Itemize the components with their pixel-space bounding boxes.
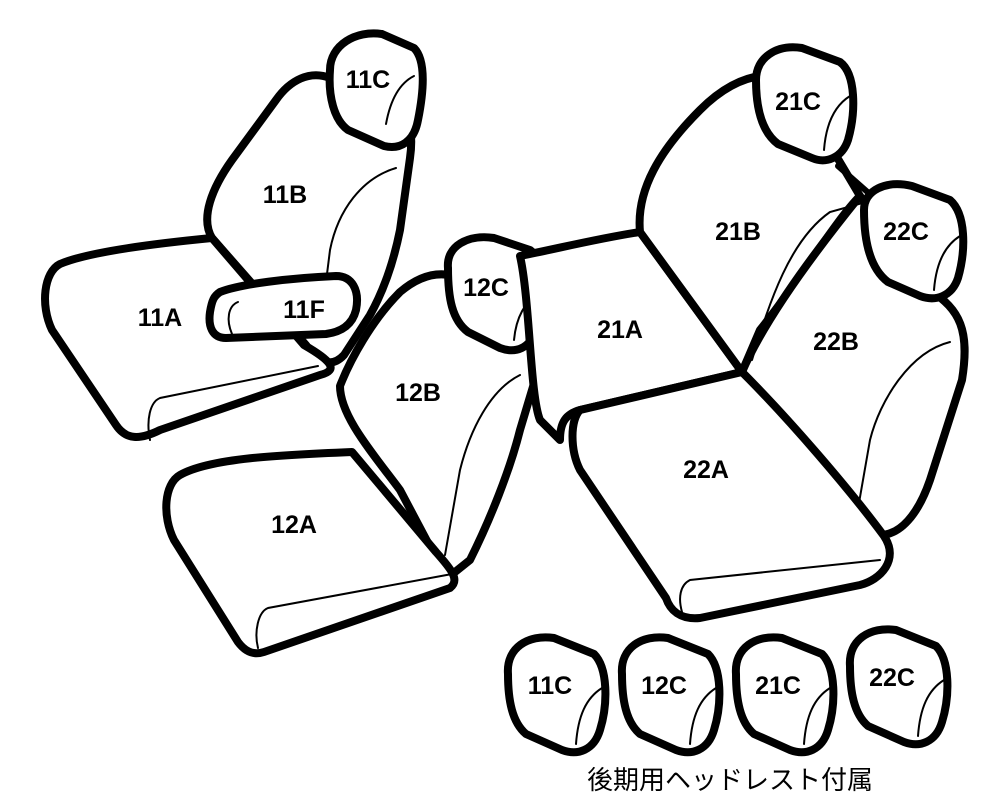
- part-11C-headrest: [325, 29, 427, 151]
- spare-label-12C: 12C: [641, 672, 687, 700]
- part-11F-armrest: [205, 272, 361, 342]
- seam-11C: [385, 75, 415, 125]
- spare-label-22C: 22C: [869, 664, 915, 692]
- seam-12B: [444, 374, 521, 556]
- part-21A-cushion: [516, 228, 746, 444]
- part-11A-cushion: [41, 234, 335, 441]
- part-12B-backrest: [336, 270, 545, 577]
- seam-22A: [679, 559, 881, 613]
- part-12A-cushion: [162, 448, 459, 658]
- label-12C: 12C: [463, 274, 509, 302]
- label-21B: 21B: [715, 218, 761, 246]
- spare-headrest-12C: 12C: [617, 633, 724, 757]
- spare-headrest-22C: 22C: [845, 625, 952, 749]
- label-11C: 11C: [346, 66, 390, 94]
- label-11B: 11B: [263, 181, 307, 209]
- seam-11F: [227, 301, 239, 335]
- seam-22B: [855, 341, 951, 521]
- spare-headrests: 11C 12C 21C 22C: [503, 625, 952, 757]
- seam-11B: [319, 167, 397, 331]
- label-21A: 21A: [597, 316, 643, 344]
- label-11A: 11A: [138, 304, 182, 332]
- seam-12A: [255, 573, 453, 649]
- seam-21B-22B: [751, 201, 867, 361]
- spare-label-11C: 11C: [528, 672, 572, 700]
- label-22B: 22B: [813, 328, 859, 356]
- spare-label-21C: 21C: [755, 672, 801, 700]
- label-12B: 12B: [395, 379, 441, 407]
- part-21C-headrest: [752, 43, 858, 165]
- label-12A: 12A: [271, 511, 317, 539]
- label-22A: 22A: [683, 456, 729, 484]
- seat-21-22: 21A 21B 21C 22B 22C 22A: [516, 43, 969, 623]
- spare-headrest-21C: 21C: [731, 633, 838, 757]
- seam-11A: [147, 365, 319, 441]
- seat-11: 11B 11C 11A 11F: [41, 29, 427, 441]
- label-11F: 11F: [283, 296, 325, 324]
- spare-headrest-caption: 後期用ヘッドレスト付属: [586, 766, 873, 796]
- headrest-link-21C-22C: [835, 163, 875, 199]
- label-21C: 21C: [775, 88, 821, 116]
- part-22A-cushion: [568, 368, 894, 623]
- seam-21C: [823, 95, 851, 151]
- seam-22C: [933, 235, 961, 291]
- label-22C: 22C: [883, 218, 929, 246]
- spare-headrest-11C: 11C: [503, 633, 610, 757]
- part-22C-headrest: [860, 180, 968, 303]
